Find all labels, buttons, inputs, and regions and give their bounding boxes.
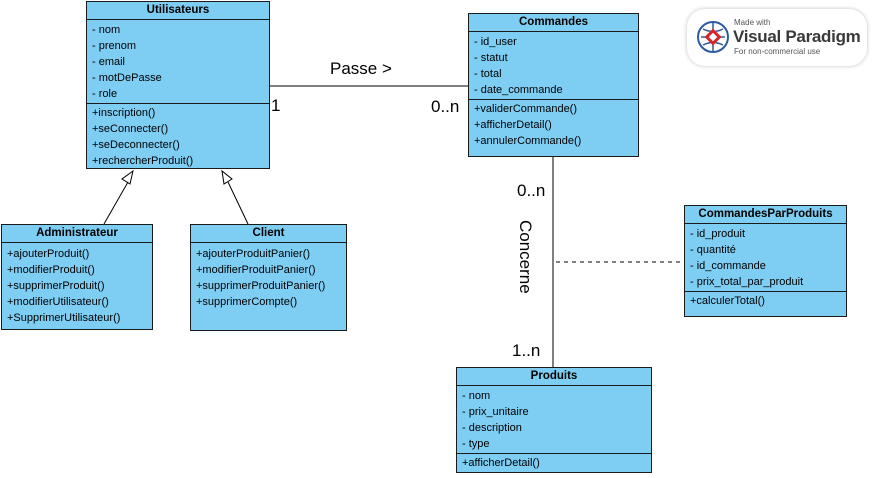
watermark-note: For non-commercial use xyxy=(734,47,821,56)
watermark-badge: Made with Visual Paradigm For non-commer… xyxy=(687,9,867,66)
operation: +rechercherProduit() xyxy=(92,155,194,167)
attribute: - type xyxy=(462,438,490,450)
attribute: - prix_unitaire xyxy=(462,406,529,418)
attribute: - description xyxy=(462,422,522,434)
class-utilisateurs[interactable]: Utilisateurs - nom - prenom - email - mo… xyxy=(86,1,270,169)
class-commandes[interactable]: Commandes - id_user - statut - total - d… xyxy=(468,13,639,157)
watermark-made-with: Made with xyxy=(734,18,771,27)
operation-compartment: +validerCommande() +afficherDetail() +an… xyxy=(469,100,638,150)
class-title: Utilisateurs xyxy=(87,2,269,20)
generalization-administrateur-arrowhead xyxy=(121,169,134,185)
attribute: - email xyxy=(92,56,126,68)
attribute: - prix_total_par_produit xyxy=(690,276,804,288)
attribute: - nom xyxy=(92,24,121,36)
class-title: Commandes xyxy=(469,14,638,32)
operation-compartment: +inscription() +seConnecter() +seDeconne… xyxy=(87,104,269,170)
operation-compartment: +calculerTotal() xyxy=(685,292,846,310)
operation: +validerCommande() xyxy=(474,103,578,115)
operation: +calculerTotal() xyxy=(690,295,765,307)
visual-paradigm-logo-icon xyxy=(697,21,729,53)
attribute-compartment: - id_produit - quantité - id_commande - … xyxy=(685,224,846,292)
attribute: - statut xyxy=(474,52,508,64)
operation-compartment: +ajouterProduitPanier() +modifierProduit… xyxy=(191,243,346,311)
attribute-compartment: - nom - prix_unitaire - description - ty… xyxy=(457,386,651,454)
class-client[interactable]: Client +ajouterProduitPanier() +modifier… xyxy=(190,224,347,331)
attribute: - id_commande xyxy=(690,260,766,272)
class-title: Administrateur xyxy=(2,225,152,243)
class-title: Client xyxy=(191,225,346,243)
operation: +annulerCommande() xyxy=(474,135,582,147)
generalization-client-arrowhead xyxy=(221,169,233,185)
attribute: - id_user xyxy=(474,36,517,48)
attribute: - prenom xyxy=(92,40,137,52)
association-concerne-label: Concerne xyxy=(516,220,535,294)
class-administrateur[interactable]: Administrateur +ajouterProduit() +modifi… xyxy=(1,224,153,330)
operation: +SupprimerUtilisateur() xyxy=(7,312,121,324)
class-title: Produits xyxy=(457,368,651,386)
association-passe-label: Passe > xyxy=(330,59,392,78)
multiplicity-commandes-end: 0..n xyxy=(431,97,460,116)
operation: +modifierProduitPanier() xyxy=(196,264,316,276)
attribute: - quantité xyxy=(690,244,736,256)
generalization-administrateur-line xyxy=(103,181,129,225)
operation: +ajouterProduitPanier() xyxy=(196,248,311,260)
watermark-brand: Visual Paradigm xyxy=(733,27,861,46)
attribute: - nom xyxy=(462,390,491,402)
operation: +ajouterProduit() xyxy=(7,248,90,260)
class-commandes-par-produits[interactable]: CommandesParProduits - id_produit - quan… xyxy=(684,205,847,317)
attribute: - motDePasse xyxy=(92,72,162,84)
operation: +afficherDetail() xyxy=(462,457,540,469)
attribute: - total xyxy=(474,68,502,80)
class-title: CommandesParProduits xyxy=(685,206,846,224)
multiplicity-utilisateurs-end: 1 xyxy=(271,96,281,115)
attribute-compartment: - nom - prenom - email - motDePasse - ro… xyxy=(87,20,269,104)
operation: +inscription() xyxy=(92,107,156,119)
operation-compartment: +ajouterProduit() +modifierProduit() +su… xyxy=(2,243,152,327)
attribute: - role xyxy=(92,88,118,100)
operation: +modifierProduit() xyxy=(7,264,95,276)
operation: +supprimerProduit() xyxy=(7,280,105,292)
attribute: - date_commande xyxy=(474,84,563,96)
attribute: - id_produit xyxy=(690,228,746,240)
operation: +supprimerCompte() xyxy=(196,296,298,308)
operation: +seConnecter() xyxy=(92,123,169,135)
generalization-client-line xyxy=(227,181,249,225)
multiplicity-commandes-concerne-end: 0..n xyxy=(517,181,546,200)
operation: +supprimerProduitPanier() xyxy=(196,280,326,292)
attribute-compartment: - id_user - statut - total - date_comman… xyxy=(469,32,638,100)
operation-compartment: +afficherDetail() xyxy=(457,454,651,472)
operation: +seDeconnecter() xyxy=(92,139,180,151)
operation: +afficherDetail() xyxy=(474,119,552,131)
class-produits[interactable]: Produits - nom - prix_unitaire - descrip… xyxy=(456,367,652,473)
multiplicity-produits-end: 1..n xyxy=(512,341,541,360)
operation: +modifierUtilisateur() xyxy=(7,296,109,308)
